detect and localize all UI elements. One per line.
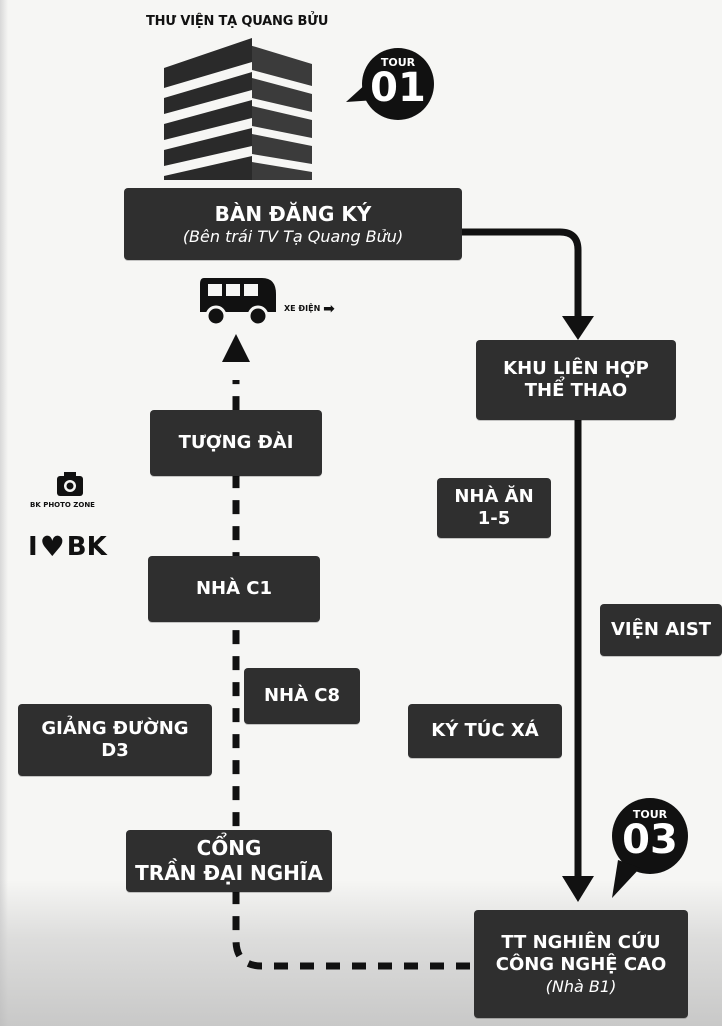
- research-center-box: TT NGHIÊN CỨU CÔNG NGHỆ CAO (Nhà B1): [474, 910, 688, 1018]
- arrow-to-sports: [562, 316, 594, 340]
- tour-03-badge-tail: [612, 860, 640, 898]
- registration-title: BÀN ĐĂNG KÝ: [214, 201, 372, 226]
- research-center-line-1: TT NGHIÊN CỨU: [501, 931, 661, 953]
- scan-edge: [0, 0, 8, 1026]
- canteen-box: NHÀ ĂN 1-5: [437, 478, 551, 538]
- heart-icon: ♥: [39, 530, 65, 563]
- gate-line-2: TRẦN ĐẠI NGHĨA: [135, 861, 323, 885]
- sports-complex-box: KHU LIÊN HỢP THỂ THAO: [476, 340, 676, 420]
- building-c8-label: NHÀ C8: [263, 684, 341, 706]
- bus-label: XE ĐIỆN ➡: [284, 301, 335, 317]
- tour-01-badge: TOUR 01: [362, 48, 434, 120]
- electric-bus-icon: [200, 278, 276, 327]
- bus-label-text: XE ĐIỆN: [284, 304, 321, 313]
- canteen-line-2: 1-5: [477, 508, 511, 529]
- building-c1-label: NHÀ C1: [195, 577, 273, 599]
- registration-subtitle: (Bên trái TV Tạ Quang Bửu): [182, 226, 404, 246]
- i-love-prefix: I: [28, 531, 38, 562]
- route-solid-1: [462, 228, 582, 318]
- tour-01-number: 01: [370, 65, 426, 111]
- registration-desk-box: BÀN ĐĂNG KÝ (Bên trái TV Tạ Quang Bửu): [124, 188, 462, 260]
- lecture-hall-line-2: D3: [101, 740, 129, 761]
- aist-label: VIỆN AIST: [610, 618, 712, 640]
- tour-01-word: TOUR: [380, 56, 416, 69]
- research-center-line-3: (Nhà B1): [545, 976, 617, 996]
- right-arrow-icon: ➡: [323, 301, 335, 317]
- research-center-line-2: CÔNG NGHỆ CAO: [495, 954, 667, 975]
- arrow-to-research: [562, 876, 594, 902]
- monument-label: TƯỢNG ĐÀI: [178, 431, 294, 453]
- route-dashed: [232, 380, 470, 970]
- tour-03-number: 03: [622, 817, 678, 863]
- tour-03-word: TOUR: [632, 808, 668, 821]
- i-love-suffix: BK: [66, 531, 107, 562]
- i-love-bk: I ♥ BK: [28, 530, 107, 563]
- photo-zone-label: BK PHOTO ZONE: [30, 501, 95, 509]
- building-c8-box: NHÀ C8: [244, 668, 360, 724]
- sports-complex-line-2: THỂ THAO: [524, 380, 628, 401]
- lecture-hall-line-1: GIẢNG ĐƯỜNG: [41, 717, 189, 739]
- dormitory-box: KÝ TÚC XÁ: [408, 704, 562, 758]
- monument-box: TƯỢNG ĐÀI: [150, 410, 322, 476]
- building-c1-box: NHÀ C1: [148, 556, 320, 622]
- gate-line-1: CỔNG: [196, 836, 262, 860]
- gate-box: CỔNG TRẦN ĐẠI NGHĨA: [126, 830, 332, 892]
- tour-03-badge: TOUR 03: [612, 798, 688, 874]
- arrow-to-bus: [222, 334, 250, 362]
- lecture-hall-box: GIẢNG ĐƯỜNG D3: [18, 704, 212, 776]
- sports-complex-line-1: KHU LIÊN HỢP: [503, 357, 649, 379]
- tour-01-badge-tail: [346, 82, 376, 102]
- library-title: THƯ VIỆN TẠ QUANG BỬU: [146, 14, 329, 29]
- aist-box: VIỆN AIST: [600, 604, 722, 656]
- dormitory-label: KÝ TÚC XÁ: [431, 719, 539, 741]
- library-building-icon: [164, 38, 312, 180]
- camera-icon: [57, 472, 83, 496]
- canteen-line-1: NHÀ ĂN: [454, 485, 534, 507]
